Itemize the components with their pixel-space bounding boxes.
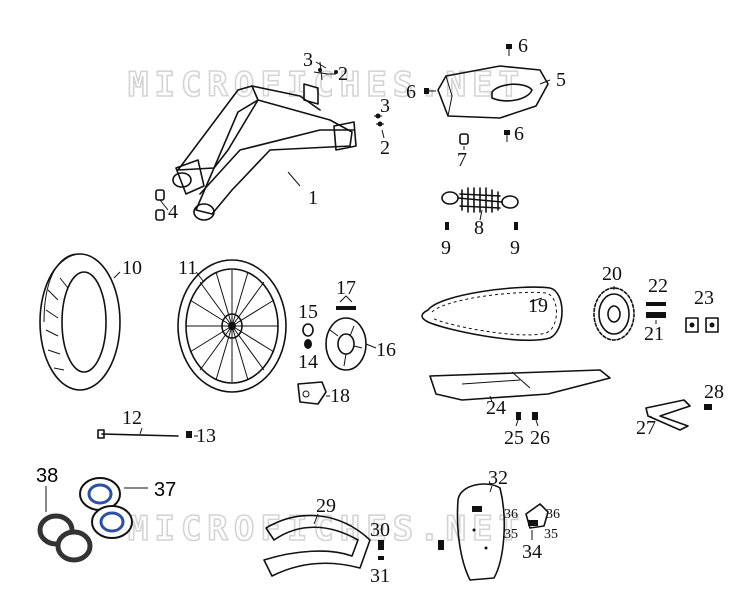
callout-32: 32: [488, 467, 508, 489]
nut-14: [304, 339, 312, 349]
callout-8: 8: [474, 217, 484, 239]
callout-17: 17: [336, 277, 356, 299]
callout-31: 31: [370, 565, 390, 587]
sprocket-bolts: [646, 302, 666, 318]
callout-12: 12: [122, 407, 142, 429]
bolt-9b: [514, 222, 518, 230]
brake-disc: [325, 317, 367, 371]
callout-20: 20: [602, 263, 622, 285]
callout-6c: 6: [514, 123, 524, 145]
bolt-30: [378, 540, 384, 550]
callout-2b: 2: [380, 137, 390, 159]
screw-6a: [506, 44, 512, 56]
callout-24: 24: [486, 397, 506, 419]
callout-35a: 35: [504, 527, 518, 542]
bushing-pair: [155, 189, 165, 221]
callout-18: 18: [330, 385, 350, 407]
callout-26: 26: [530, 427, 550, 449]
seal-38: [37, 513, 93, 563]
callout-9b: 9: [510, 237, 520, 259]
callout-1: 1: [308, 187, 318, 209]
screw-6b: [424, 88, 436, 94]
bolt-group-side: [374, 113, 384, 127]
watermark-top: MICROFICHES.NET: [128, 65, 525, 105]
callout-15: 15: [298, 301, 318, 323]
callout-3a: 3: [303, 49, 313, 71]
callout-25: 25: [504, 427, 524, 449]
caliper-bracket: [297, 381, 327, 405]
callout-34: 34: [522, 541, 542, 563]
bolt-9a: [445, 222, 449, 230]
callout-9a: 9: [441, 237, 451, 259]
callout-3b: 3: [380, 95, 390, 117]
reflector-assy: [525, 503, 549, 529]
bolt-31: [378, 556, 384, 560]
screw-26: [532, 412, 538, 420]
rear-sprocket: [593, 287, 635, 341]
bolt-28: [704, 404, 712, 410]
disc-bolts: [336, 295, 356, 310]
spacer-7: [459, 133, 469, 145]
callout-22: 22: [648, 275, 668, 297]
callout-10: 10: [122, 257, 142, 279]
rear-axle: [97, 429, 179, 439]
rear-plate: [456, 483, 506, 581]
leader-lines: [113, 73, 657, 540]
axle-nut: [186, 431, 192, 438]
callout-21: 21: [644, 323, 664, 345]
drive-chain: [421, 286, 563, 341]
grab-rail: [263, 514, 371, 577]
callout-19: 19: [528, 295, 548, 317]
callout-28: 28: [704, 381, 724, 403]
callout-4: 4: [168, 201, 178, 223]
callout-36b: 36: [546, 507, 560, 522]
callout-37: 37: [154, 479, 176, 501]
spoked-wheel: [177, 259, 287, 393]
chain-adjusters: [685, 317, 719, 333]
callout-6b: 6: [406, 81, 416, 103]
chain-slider: [429, 369, 611, 401]
watermark-bottom: MICROFICHES.NET: [128, 509, 525, 549]
callout-5: 5: [556, 69, 566, 91]
washer-15: [302, 323, 314, 337]
screw-25: [516, 412, 521, 420]
callout-35b: 35: [544, 527, 558, 542]
chain-cover: [437, 65, 549, 119]
bolt-left-plate: [438, 540, 444, 550]
callout-29: 29: [316, 495, 336, 517]
rear-tyre: [39, 253, 121, 391]
callout-13: 13: [196, 425, 216, 447]
callout-30: 30: [370, 519, 390, 541]
callout-6a: 6: [518, 35, 528, 57]
bearing-37: [79, 477, 133, 539]
screw-6c: [504, 130, 510, 142]
callout-16: 16: [376, 339, 396, 361]
callout-36a: 36: [504, 507, 518, 522]
callout-11: 11: [178, 257, 197, 279]
swing-arm: [172, 83, 357, 221]
callout-2a: 2: [338, 63, 348, 85]
callout-14: 14: [298, 351, 318, 373]
shock-absorber: [441, 187, 519, 213]
callout-27: 27: [636, 417, 656, 439]
callout-7: 7: [457, 149, 467, 171]
callout-38: 38: [36, 465, 58, 487]
callout-23: 23: [694, 287, 714, 309]
bolt-group-top: [313, 61, 338, 81]
